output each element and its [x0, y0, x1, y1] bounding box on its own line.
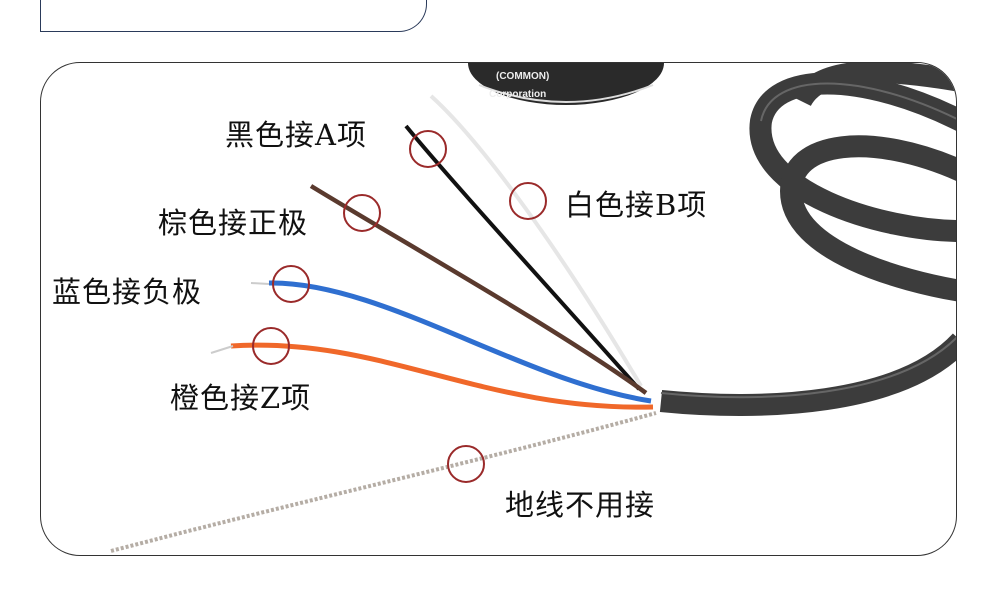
encoder-print-common: (COMMON) — [496, 71, 549, 82]
marker-black — [409, 130, 447, 168]
label-black-wire: 黑色接A项 — [225, 118, 367, 152]
label-blue-wire: 蓝色接负极 — [52, 275, 203, 309]
brown-wire — [309, 184, 648, 395]
black-wire — [404, 124, 641, 391]
blue-wire — [268, 280, 652, 404]
label-white-wire: 白色接B项 — [565, 188, 708, 222]
white-wire — [429, 94, 643, 388]
marker-brown — [343, 194, 381, 232]
encoder-print-corp: Corporation — [489, 89, 546, 100]
marker-ground — [447, 445, 485, 483]
encoder-body: (COMMON) Corporation — [468, 63, 664, 105]
label-orange-wire: 橙色接Z项 — [170, 381, 312, 415]
wiring-diagram-panel: (COMMON) Corporation — [40, 62, 957, 556]
marker-white — [509, 182, 547, 220]
marker-orange — [252, 327, 290, 365]
ground-wire — [110, 411, 657, 553]
label-ground-wire: 地线不用接 — [505, 488, 656, 522]
cable-coil — [659, 63, 956, 416]
section-header-box — [40, 0, 427, 32]
marker-blue — [272, 265, 310, 303]
label-brown-wire: 棕色接正极 — [158, 206, 309, 240]
encoder-cable-photo: (COMMON) Corporation — [110, 63, 956, 553]
